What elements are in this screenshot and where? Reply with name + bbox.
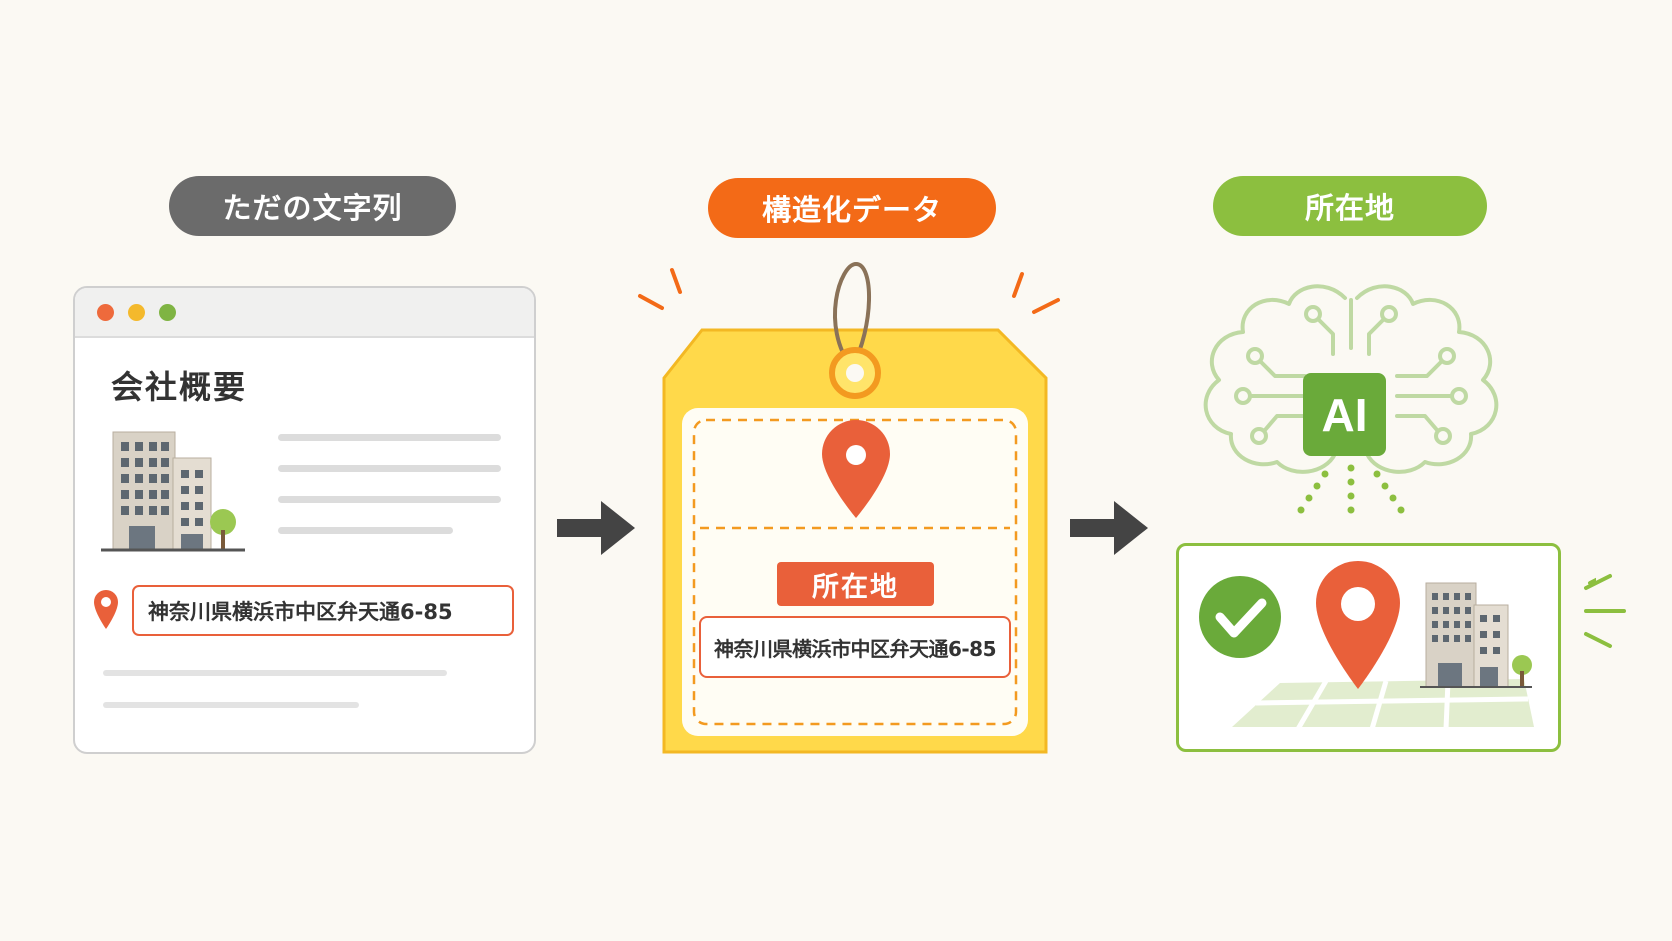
text-line xyxy=(103,670,447,676)
window-close-dot xyxy=(97,304,114,321)
window-zoom-dot xyxy=(159,304,176,321)
structured-data-label: 構造化データ xyxy=(708,178,996,238)
ai-brain-illustration xyxy=(1203,284,1499,514)
text-line xyxy=(278,496,501,503)
window-minimize-dot xyxy=(128,304,145,321)
ai-badge: AI xyxy=(1303,373,1386,456)
text-line xyxy=(278,527,453,534)
window-titlebar xyxy=(75,288,534,338)
location-label: 所在地 xyxy=(1213,176,1487,236)
tag-address-box: 神奈川県横浜市中区弁天通6-85 xyxy=(699,616,1011,678)
tag-address-text: 神奈川県横浜市中区弁天通6-85 xyxy=(713,636,997,661)
arrow-right-icon xyxy=(557,501,635,555)
text-line xyxy=(278,434,501,441)
map-result-illustration xyxy=(1199,561,1596,731)
arrow-right-icon xyxy=(1070,501,1148,555)
address-box: 神奈川県横浜市中区弁天通6-85 xyxy=(132,585,514,636)
page-heading: 会社概要 xyxy=(111,368,248,406)
building-illustration xyxy=(101,431,245,552)
tag-decoration xyxy=(638,261,1060,754)
plain-text-label: ただの文字列 xyxy=(169,176,456,236)
text-line xyxy=(103,702,359,708)
address-text: 神奈川県横浜市中区弁天通6-85 xyxy=(148,599,453,624)
map-pin-icon xyxy=(94,590,118,629)
webpage-window: 会社概要 神奈川県横浜市中区弁天通6-85 xyxy=(73,286,536,754)
tag-field-label: 所在地 xyxy=(777,562,934,606)
text-line xyxy=(278,465,501,472)
sparkle-lines xyxy=(1584,574,1626,648)
